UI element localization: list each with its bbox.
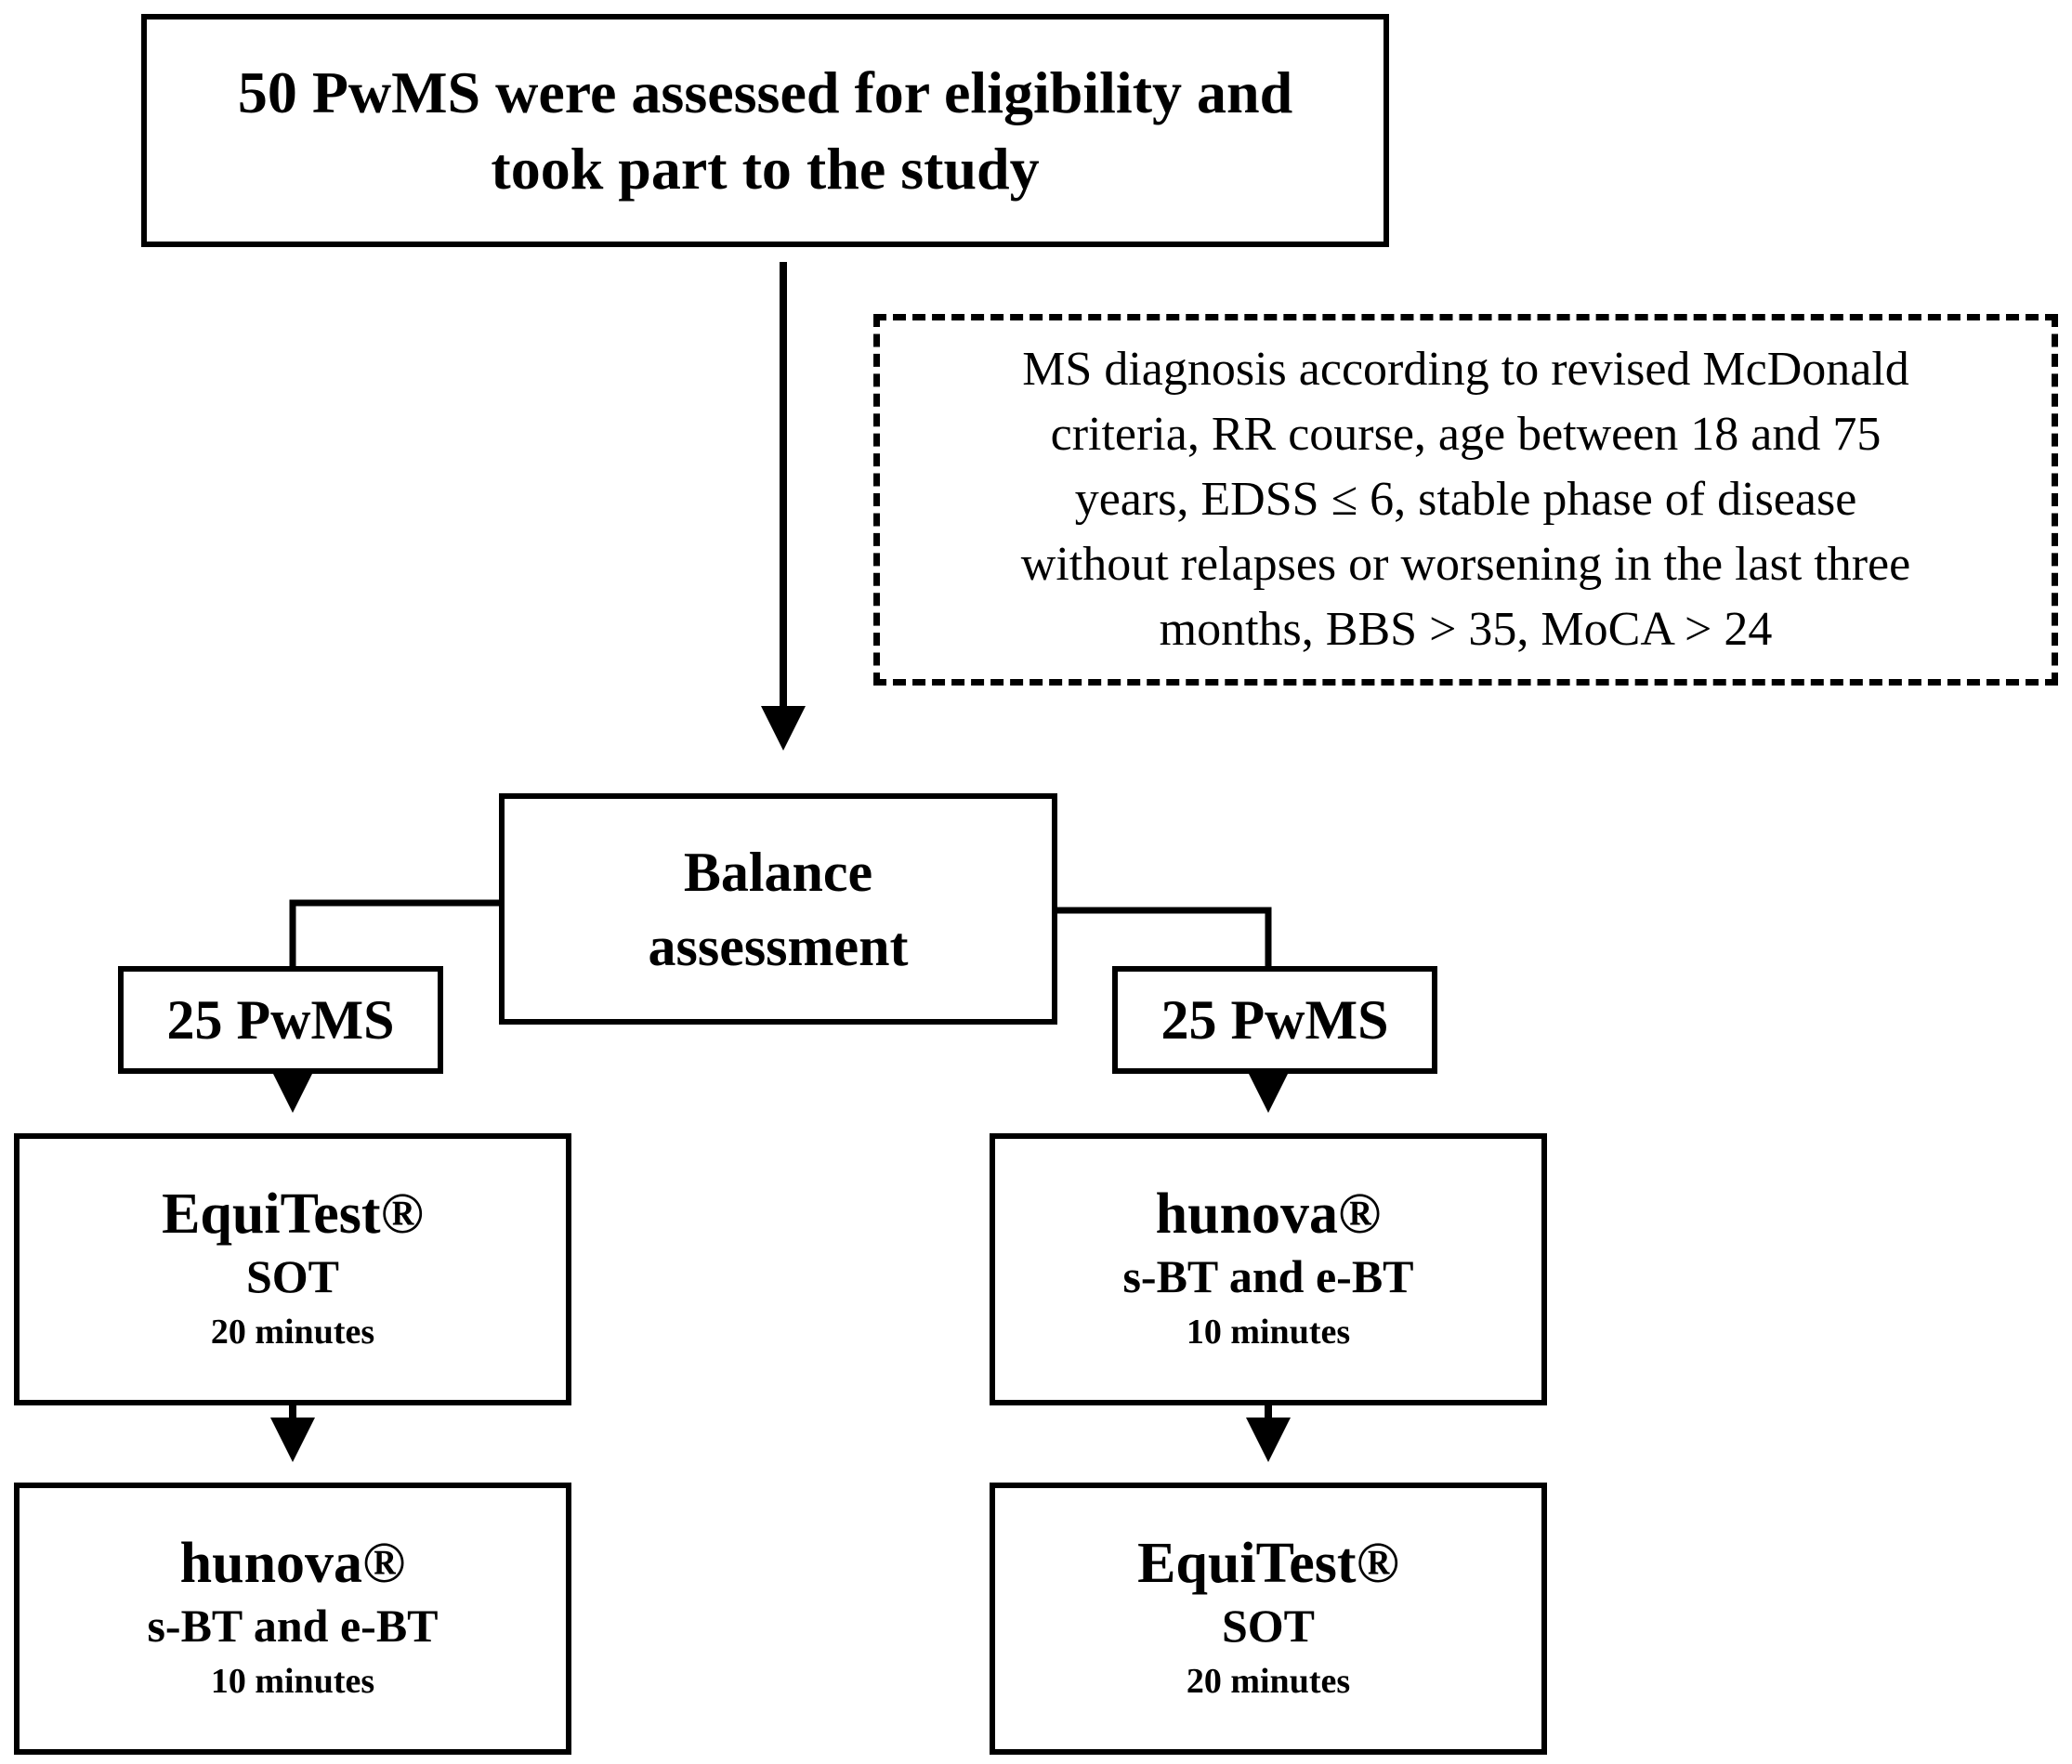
- left-step-1-duration: 20 minutes: [210, 1312, 375, 1352]
- right-step-1-test: s-BT and e-BT: [1122, 1249, 1414, 1302]
- right-step-2-test: SOT: [1221, 1599, 1316, 1652]
- right-step-1-box: hunova® s-BT and e-BT 10 minutes: [990, 1133, 1547, 1405]
- left-step-2-name: hunova®: [179, 1531, 406, 1595]
- left-group-box: 25 PwMS: [118, 966, 443, 1074]
- eligibility-criteria-box: MS diagnosis according to revised McDona…: [873, 314, 2058, 686]
- balance-assessment-box: Balance assessment: [499, 793, 1057, 1025]
- criteria-line-4: without relapses or worsening in the las…: [1020, 538, 1911, 591]
- connector-balance-to-right-group: [1057, 907, 1272, 966]
- right-group-box: 25 PwMS: [1112, 966, 1437, 1074]
- criteria-line-3: years, EDSS ≤ 6, stable phase of disease: [1074, 473, 1857, 526]
- left-step-1-name: EquiTest®: [162, 1182, 424, 1246]
- right-step-1-duration: 10 minutes: [1186, 1312, 1351, 1352]
- left-step-2-duration: 10 minutes: [210, 1661, 375, 1701]
- balance-line-2: assessment: [648, 915, 909, 977]
- right-step-2-duration: 20 minutes: [1186, 1661, 1351, 1701]
- connector-balance-to-left-group: [289, 899, 499, 966]
- left-step-1-box: EquiTest® SOT 20 minutes: [14, 1133, 571, 1405]
- criteria-line-5: months, BBS > 35, MoCA > 24: [1159, 603, 1773, 656]
- right-step-2-name: EquiTest®: [1137, 1531, 1399, 1595]
- enrollment-line-2: took part to the study: [491, 135, 1040, 202]
- left-step-1-test: SOT: [245, 1249, 340, 1302]
- left-step-2-test: s-BT and e-BT: [147, 1599, 439, 1652]
- right-step-2-box: EquiTest® SOT 20 minutes: [990, 1483, 1547, 1755]
- criteria-line-2: criteria, RR course, age between 18 and …: [1050, 408, 1882, 461]
- criteria-line-1: MS diagnosis according to revised McDona…: [1022, 343, 1909, 396]
- enrollment-box: 50 PwMS were assessed for eligibility an…: [141, 14, 1389, 247]
- balance-line-1: Balance: [683, 841, 873, 903]
- right-step-1-name: hunova®: [1155, 1182, 1382, 1246]
- enrollment-line-1: 50 PwMS were assessed for eligibility an…: [237, 59, 1293, 125]
- left-step-2-box: hunova® s-BT and e-BT 10 minutes: [14, 1483, 571, 1755]
- left-group-label: 25 PwMS: [166, 988, 395, 1051]
- right-group-label: 25 PwMS: [1161, 988, 1389, 1051]
